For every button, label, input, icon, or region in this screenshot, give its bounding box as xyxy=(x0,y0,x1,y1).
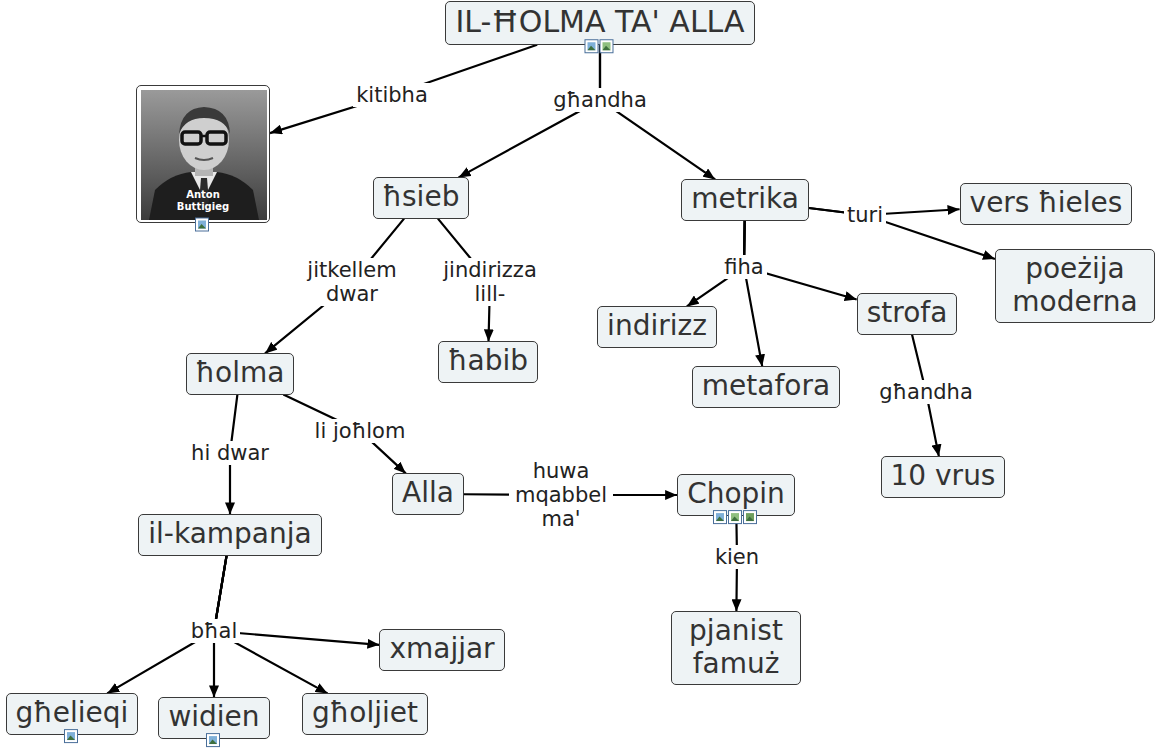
concept-text: għelieqi xyxy=(16,697,129,729)
concept-text: għoljiet xyxy=(312,697,418,729)
link-phrase: kien xyxy=(712,545,762,569)
concept-text: metrika xyxy=(691,183,799,215)
concept-box: IL-ĦOLMA TA' ALLA xyxy=(445,1,754,45)
portrait-caption: Anton Buttigieg xyxy=(168,189,238,213)
concept-box: ħolma xyxy=(186,353,295,394)
connector-arrow xyxy=(744,221,762,367)
link-phrase: għandha xyxy=(876,380,976,404)
concept-text: strofa xyxy=(867,297,948,329)
link-phrase: għandha xyxy=(550,88,650,112)
concept-box: ħsieb xyxy=(373,177,470,218)
concept-text: Alla xyxy=(402,477,454,509)
concept-box: ħabib xyxy=(438,341,538,382)
link-phrase: li joħlom xyxy=(312,419,409,443)
concept-text: Chopin xyxy=(687,478,785,510)
connector-arrow xyxy=(270,45,537,133)
concept-box: strofa xyxy=(857,293,958,334)
link-phrase: jitkellem dwar xyxy=(293,258,411,306)
resource-icon xyxy=(64,730,77,743)
concept-box: indirizz xyxy=(597,306,717,347)
concept-text: pjanist famuż xyxy=(681,615,791,679)
concept-box: xmajjar xyxy=(379,629,504,670)
concept-text: indirizz xyxy=(607,310,707,342)
concept-text: vers ħieles xyxy=(970,187,1123,219)
concept-text: IL-ĦOLMA TA' ALLA xyxy=(455,5,744,40)
link-phrase: fiha xyxy=(721,255,766,279)
resource-icon xyxy=(196,218,209,231)
concept-text: ħsieb xyxy=(383,181,460,213)
concept-text: ħolma xyxy=(196,357,285,389)
concept-box: għelieqi xyxy=(6,693,139,734)
concept-box: Chopin xyxy=(677,474,795,515)
concept-box: poeżija moderna xyxy=(995,249,1155,322)
link-phrase: huwa mqabbel ma' xyxy=(509,459,613,531)
resource-icon xyxy=(743,511,756,524)
concept-box: għoljiet xyxy=(302,693,428,734)
link-phrase: hi dwar xyxy=(188,441,272,465)
concept-box: Alla xyxy=(392,473,464,514)
concept-box: metafora xyxy=(692,366,840,407)
link-phrase: turi xyxy=(844,203,886,227)
concept-text: widien xyxy=(168,701,259,733)
concept-box: pjanist famuż xyxy=(671,611,801,684)
resource-icon xyxy=(713,511,726,524)
concept-box: 10 vrus xyxy=(881,456,1006,497)
portrait-box: Anton Buttigieg xyxy=(136,85,270,223)
concept-text: poeżija moderna xyxy=(1005,253,1145,317)
concept-text: 10 vrus xyxy=(891,460,996,492)
connector-arrow xyxy=(600,45,715,180)
link-phrase: kitibha xyxy=(353,83,431,107)
resource-icon xyxy=(585,40,598,53)
concept-box: widien xyxy=(158,697,269,738)
concept-text: xmajjar xyxy=(389,633,494,665)
concept-box: metrika xyxy=(681,179,809,220)
concept-box: il-kampanja xyxy=(138,514,321,555)
concept-box: vers ħieles xyxy=(960,183,1133,224)
concept-text: il-kampanja xyxy=(148,518,311,550)
portrait-illustration xyxy=(141,90,267,220)
resource-icon xyxy=(600,40,613,53)
concept-text: metafora xyxy=(702,370,830,402)
link-phrase: jindirizza lill- xyxy=(436,258,544,306)
resource-icon xyxy=(207,734,220,747)
link-phrase: bħal xyxy=(188,619,241,643)
concept-text: ħabib xyxy=(448,345,528,377)
resource-icon xyxy=(728,511,741,524)
